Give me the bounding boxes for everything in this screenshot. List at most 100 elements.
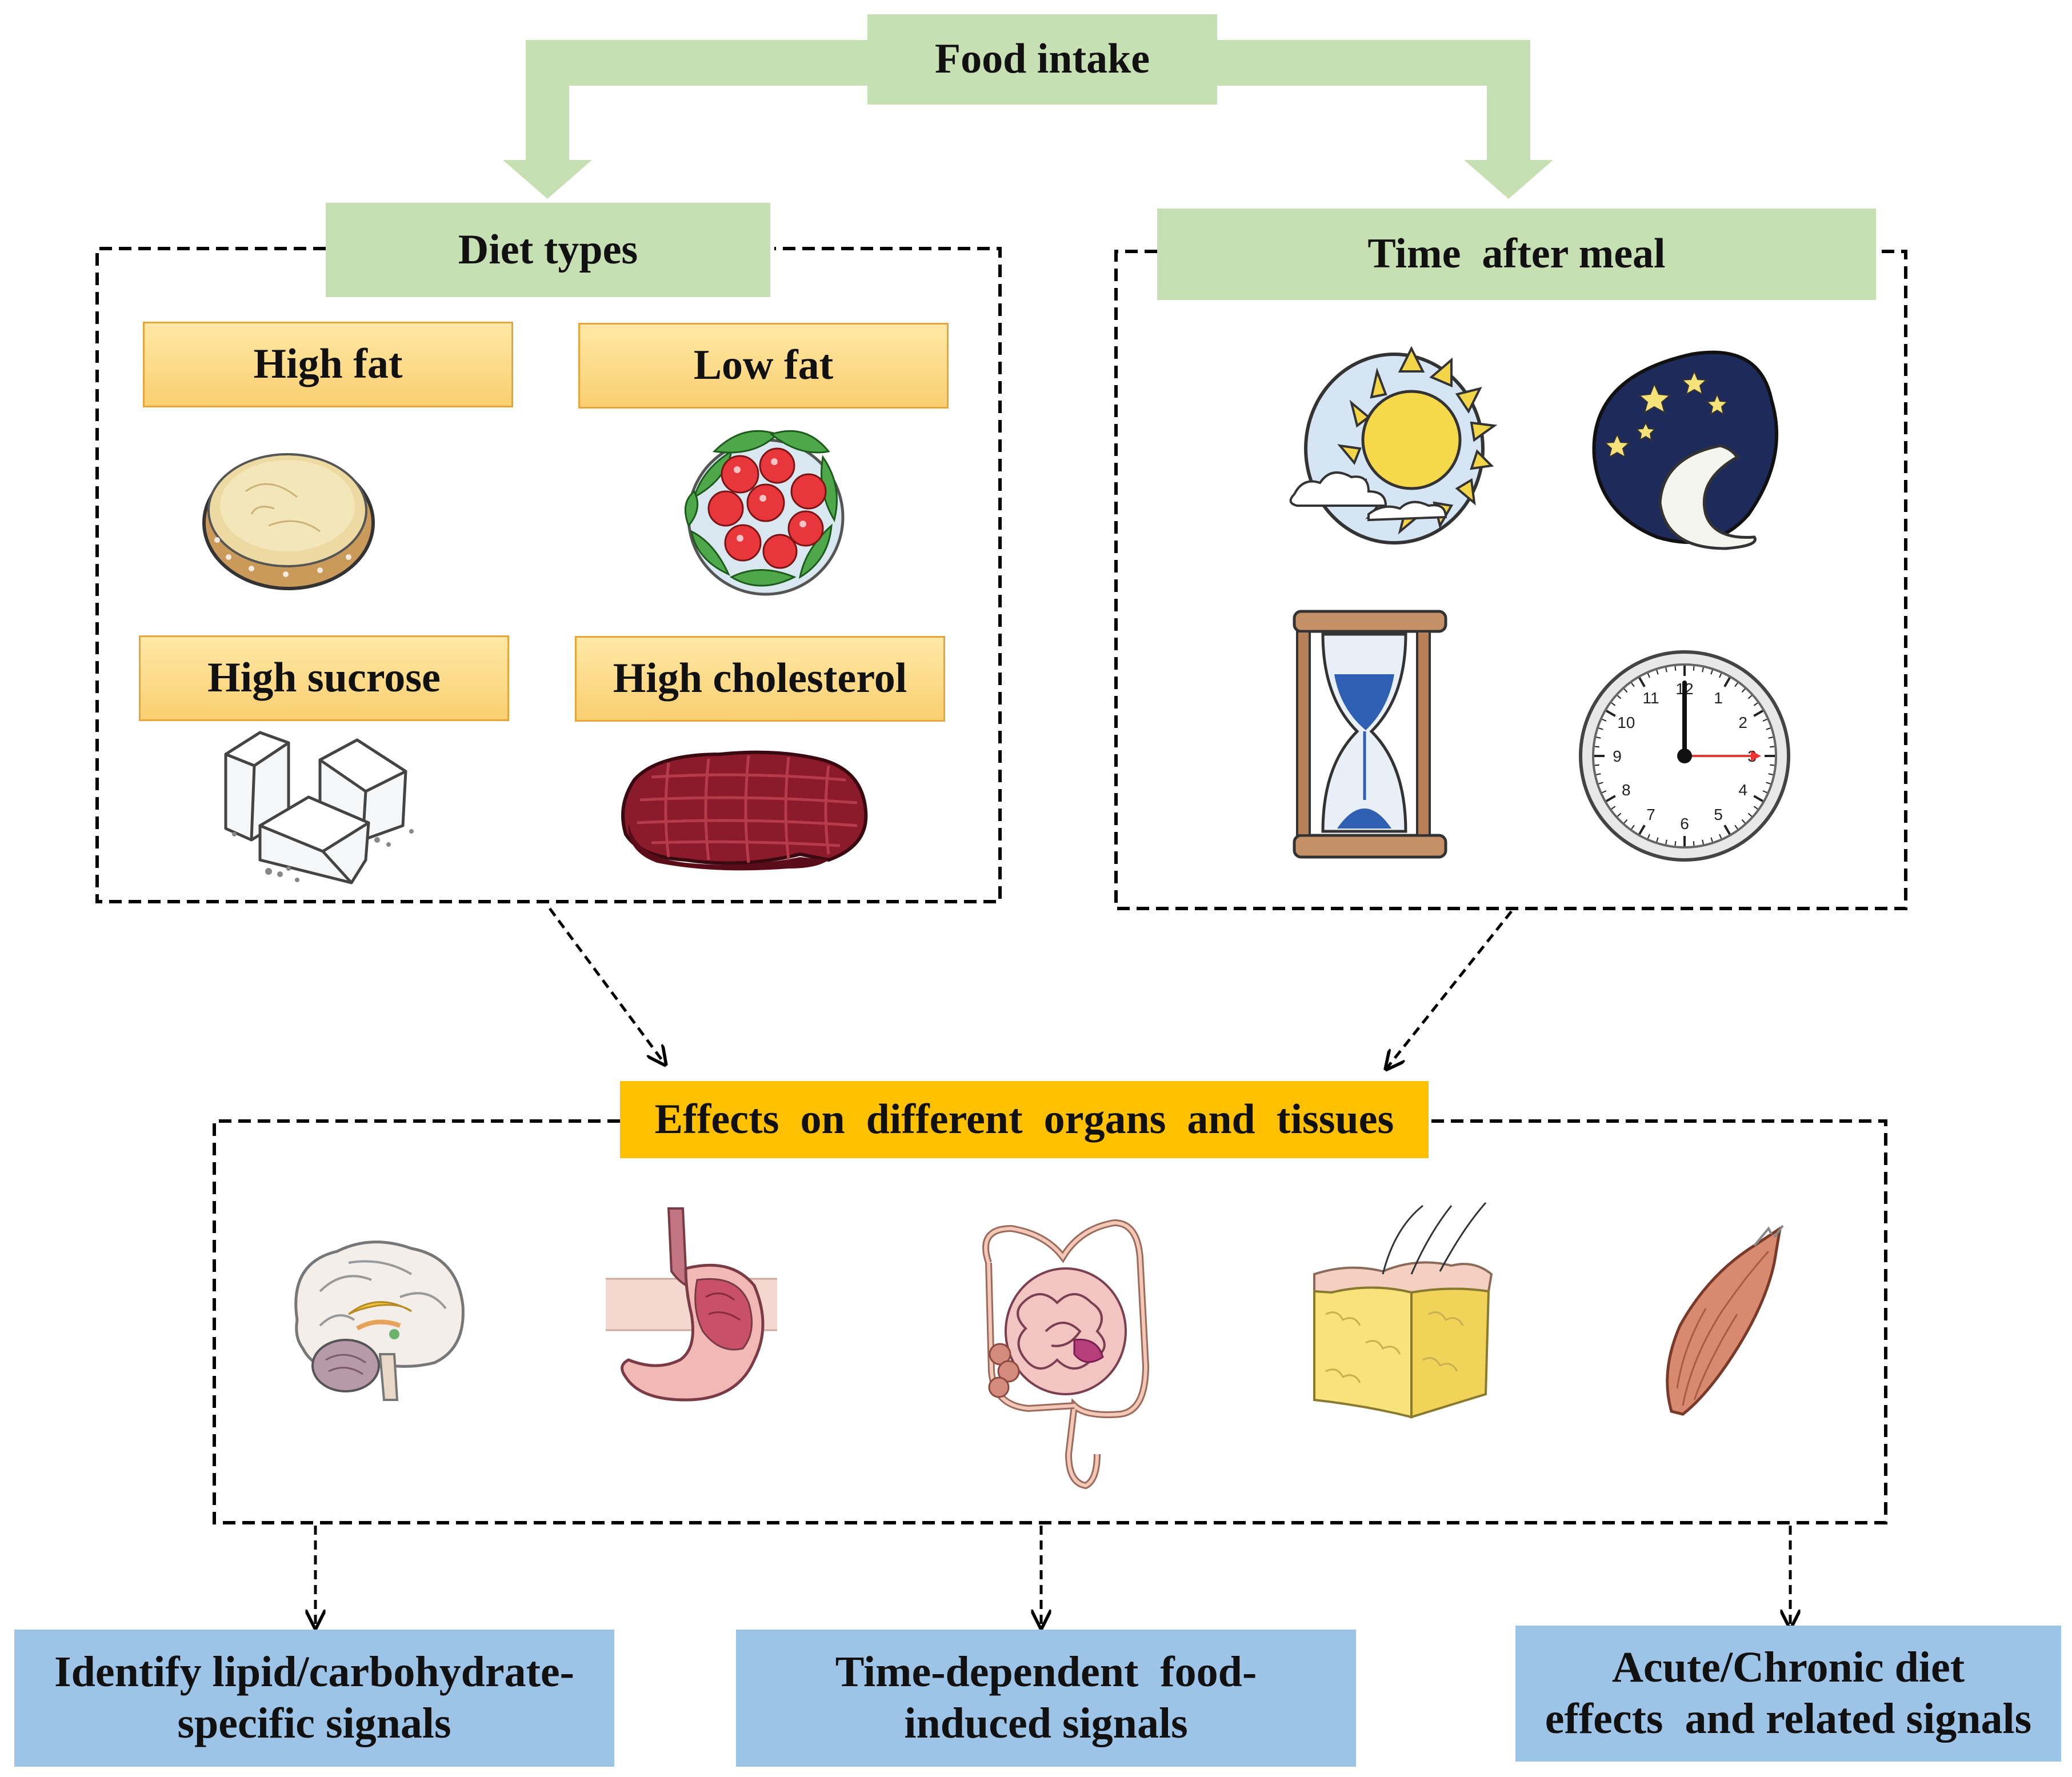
clock-tick <box>1656 670 1659 675</box>
clock-tick <box>1768 773 1773 775</box>
clock-number: 1 <box>1714 689 1723 707</box>
clock-tick <box>1598 727 1603 730</box>
clock-tick <box>1710 670 1713 675</box>
outcome-1-line-2: specific signals <box>177 1699 451 1747</box>
clock-icon: 121234567891011 <box>1579 650 1790 862</box>
high-cholesterol-label-box: High cholesterol <box>575 636 945 722</box>
time-after-meal-container <box>1114 250 1907 910</box>
clock-tick <box>1596 737 1601 739</box>
clock-number: 8 <box>1622 781 1631 799</box>
clock-number: 6 <box>1680 815 1689 833</box>
dashed-arrow-time-to-effects <box>1387 910 1513 1067</box>
clock-number: 11 <box>1642 689 1659 707</box>
outcome-2-line-1: Time-dependent food- <box>835 1648 1257 1696</box>
clock-tick <box>1702 667 1704 673</box>
time-after-meal-title: Time after meal <box>1367 230 1666 278</box>
clock-tick <box>1665 667 1667 673</box>
sugar-cubes-icon <box>224 731 414 885</box>
salad-icon <box>684 430 845 596</box>
clock-tick <box>1770 746 1775 748</box>
stomach-icon <box>606 1207 777 1402</box>
diet-types-container <box>95 247 1002 903</box>
clock-tick <box>1602 718 1607 722</box>
clock-tick <box>1631 682 1635 687</box>
green-arrow-right <box>1217 40 1553 199</box>
clock-number: 4 <box>1738 781 1747 799</box>
clock-tick <box>1656 837 1659 842</box>
effects-header: Effects on different organs and tissues <box>620 1081 1429 1158</box>
clock-tick <box>1734 682 1738 687</box>
day-sun-icon <box>1289 346 1498 545</box>
low-fat-label-box: Low fat <box>578 323 949 409</box>
food-intake-box: Food intake <box>867 14 1217 105</box>
green-arrow-left <box>503 40 867 199</box>
clock-tick <box>1702 839 1704 845</box>
clock-tick <box>1753 795 1763 802</box>
dashed-arrow-diet-to-effects <box>548 907 664 1063</box>
clock-tick <box>1596 773 1601 775</box>
clock-tick <box>1606 710 1616 717</box>
clock-tick <box>1753 702 1758 706</box>
high-fat-label: High fat <box>253 341 403 388</box>
clock-tick <box>1617 695 1622 699</box>
butter-icon <box>202 453 375 590</box>
clock-tick <box>1631 825 1635 830</box>
clock-tick <box>1611 806 1616 810</box>
clock-tick <box>1768 737 1773 739</box>
clock-tick <box>1638 825 1646 835</box>
intestine-icon <box>982 1219 1150 1490</box>
clock-number: 5 <box>1714 806 1723 823</box>
clock-tick <box>1747 813 1753 817</box>
night-moon-icon <box>1592 350 1778 550</box>
diet-types-title: Diet types <box>458 226 638 273</box>
outcome-2-line-2: induced signals <box>904 1699 1188 1747</box>
low-fat-label: Low fat <box>693 342 834 389</box>
clock-tick <box>1594 764 1599 766</box>
diet-types-header: Diet types <box>326 203 770 297</box>
clock-tick <box>1623 688 1628 693</box>
clock-tick <box>1602 790 1607 794</box>
effects-container <box>213 1119 1887 1524</box>
clock-tick <box>1638 677 1646 687</box>
outcome-box-acute-chronic: Acute/Chronic diet effects and related s… <box>1515 1626 2061 1762</box>
high-fat-label-box: High fat <box>143 322 513 407</box>
clock-tick <box>1766 727 1771 730</box>
clock-tick <box>1647 834 1650 839</box>
outcome-3-line-2: effects and related signals <box>1545 1695 2032 1743</box>
effects-title: Effects on different organs and tissues <box>654 1095 1394 1143</box>
clock-tick <box>1734 825 1738 830</box>
clock-tick <box>1753 806 1758 810</box>
clock-tick <box>1710 837 1713 842</box>
hourglass-icon <box>1293 610 1447 859</box>
clock-tick <box>1647 673 1650 678</box>
clock-tick <box>1617 813 1622 817</box>
clock-tick <box>1723 825 1731 835</box>
clock-tick <box>1606 795 1616 802</box>
clock-tick <box>1594 746 1599 748</box>
clock-number: 7 <box>1646 806 1655 823</box>
outcome-1-line-1: Identify lipid/carbohydrate- <box>54 1648 574 1696</box>
clock-tick <box>1719 673 1722 678</box>
outcome-box-time-dependent: Time-dependent food- induced signals <box>736 1630 1356 1767</box>
time-after-meal-header: Time after meal <box>1157 209 1876 300</box>
clock-tick <box>1762 718 1767 722</box>
clock-tick <box>1766 782 1771 785</box>
outcome-box-lipid-carbohydrate: Identify lipid/carbohydrate- specific si… <box>14 1630 614 1767</box>
clock-tick <box>1623 819 1628 824</box>
brain-icon <box>294 1240 465 1401</box>
clock-tick <box>1747 695 1753 699</box>
high-sucrose-label: High sucrose <box>207 654 441 702</box>
outcome-3-line-1: Acute/Chronic diet <box>1611 1643 1965 1692</box>
high-cholesterol-label: High cholesterol <box>613 655 907 702</box>
clock-tick <box>1611 702 1616 706</box>
clock-tick <box>1723 677 1731 687</box>
clock-number: 9 <box>1613 747 1622 765</box>
high-sucrose-label-box: High sucrose <box>139 635 509 721</box>
clock-tick <box>1753 710 1763 717</box>
clock-tick <box>1665 839 1667 845</box>
red-meat-icon <box>621 750 868 871</box>
clock-tick <box>1741 688 1746 693</box>
muscle-icon <box>1666 1224 1784 1416</box>
